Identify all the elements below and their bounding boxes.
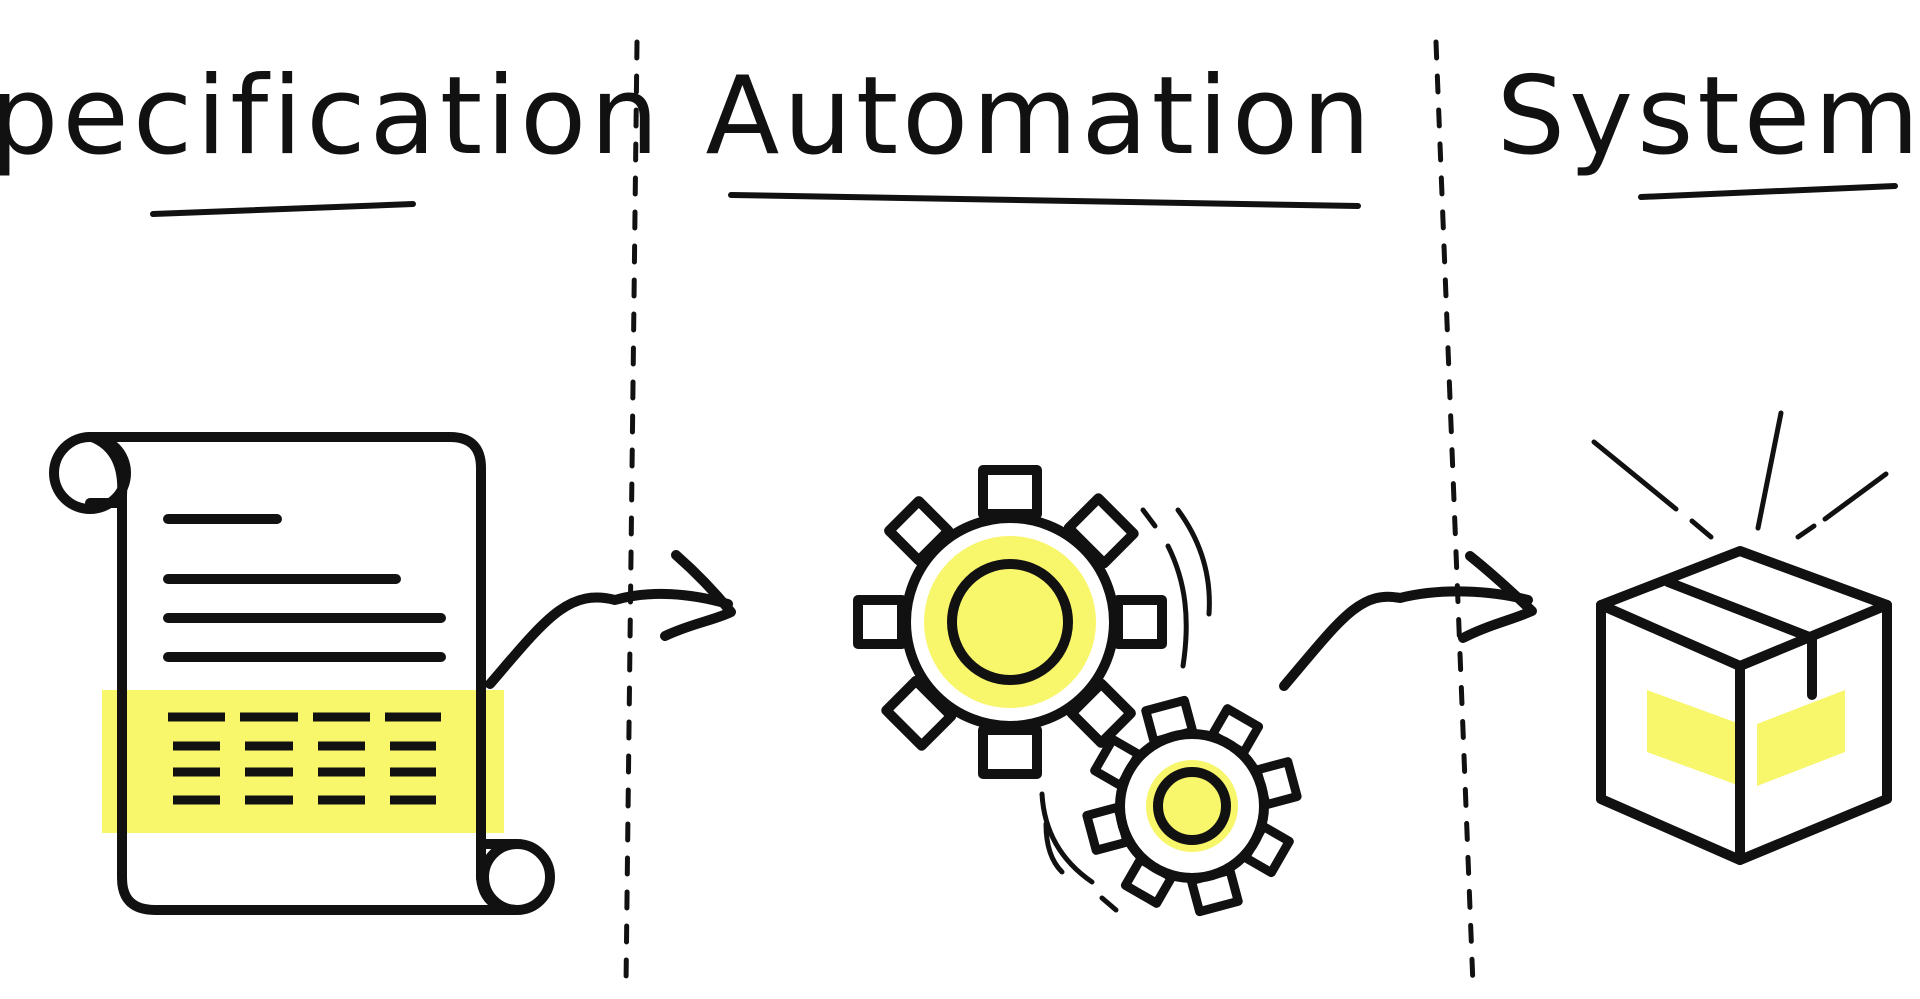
motion-line [1039, 791, 1095, 885]
title-underline-system [1638, 183, 1898, 200]
title-underline-specification [150, 201, 416, 217]
motion-line [1043, 821, 1065, 875]
small-gear-icon [1082, 695, 1302, 917]
title-underline-automation [728, 192, 1361, 209]
motion-line [1165, 543, 1189, 669]
stage-title-automation: Automation [705, 54, 1374, 179]
stage-title-specification: Specification [0, 54, 663, 179]
large-gear-icon [853, 465, 1167, 779]
stage-title-system: System [1497, 54, 1920, 179]
motion-line [1175, 507, 1212, 617]
document-highlight [102, 690, 504, 833]
motion-line [1140, 507, 1158, 529]
box-icon [1591, 410, 1892, 865]
gears-icon [853, 465, 1302, 917]
separator-line-2 [1433, 39, 1476, 988]
box-highlight [1647, 690, 1740, 786]
flow-arrow-2 [1279, 551, 1537, 691]
document-scroll-icon [49, 432, 555, 915]
flow-arrow-1 [485, 550, 736, 689]
motion-line [1099, 895, 1119, 913]
separator-line-1 [623, 39, 640, 988]
